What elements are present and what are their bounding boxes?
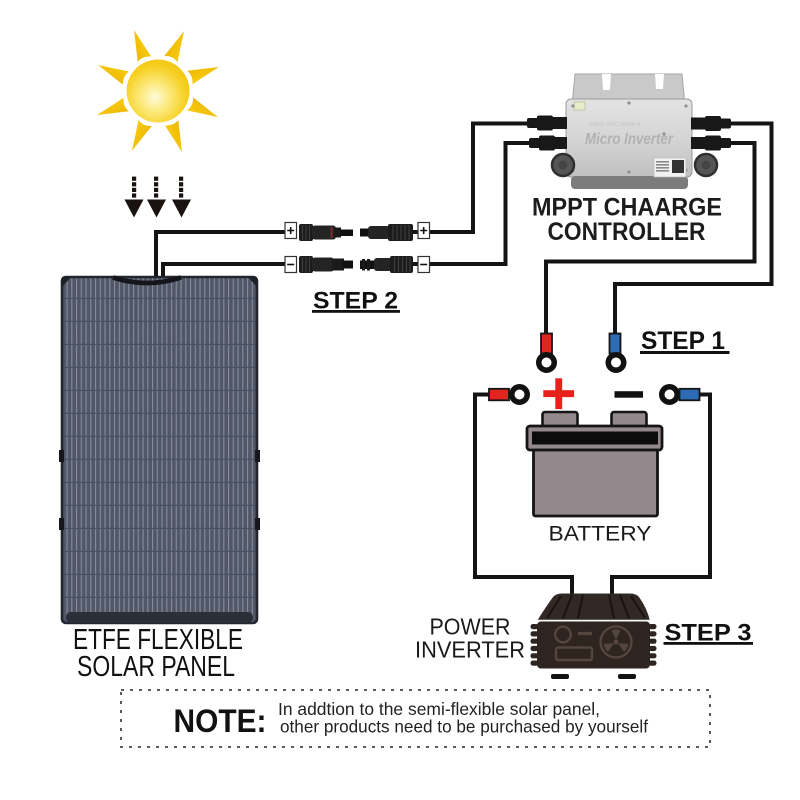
svg-text:In addtion to the semi-flexibl: In addtion to the semi-flexible solar pa… <box>278 699 600 719</box>
svg-text:SOLAR PANEL: SOLAR PANEL <box>77 651 235 683</box>
svg-text:POWER: POWER <box>430 614 511 640</box>
svg-text:other products need to be purc: other products need to be purchased by y… <box>280 717 648 737</box>
svg-text:BATTERY: BATTERY <box>549 522 652 546</box>
svg-text:SGFD-WVC-600W-A: SGFD-WVC-600W-A <box>589 122 641 128</box>
svg-text:INVERTER: INVERTER <box>415 637 525 663</box>
svg-text:MPPT CHAARGE: MPPT CHAARGE <box>532 194 722 222</box>
svg-text:CONTROLLER: CONTROLLER <box>548 218 706 246</box>
svg-text:STEP 1: STEP 1 <box>641 327 725 355</box>
svg-text:Micro Inverter: Micro Inverter <box>585 131 674 148</box>
svg-text:NOTE:: NOTE: <box>174 703 267 739</box>
svg-text:ETFE FLEXIBLE: ETFE FLEXIBLE <box>73 624 243 656</box>
